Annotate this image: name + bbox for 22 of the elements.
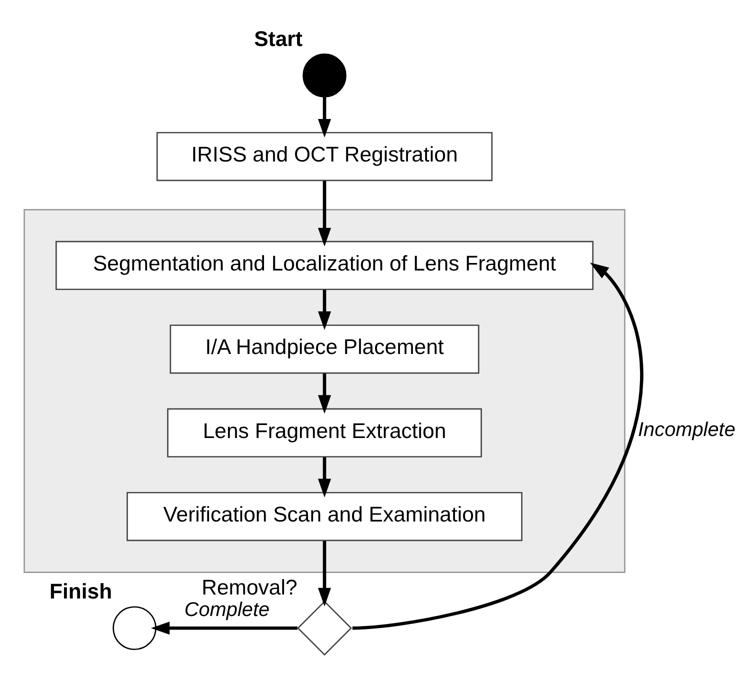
node-label: Removal? [202, 575, 298, 600]
arrow [352, 262, 644, 630]
arrow [318, 540, 332, 606]
cluster [24, 208, 626, 572]
node-circle [112, 606, 156, 650]
node-box: Verification Scan and Examination [126, 491, 522, 541]
node-box: Lens Fragment Extraction [167, 408, 482, 457]
arrow [318, 372, 332, 414]
node-box: IRISS and OCT Registration [156, 131, 493, 181]
node-label: Finish [50, 579, 112, 604]
node-diamond [297, 600, 352, 656]
node-circle [302, 53, 346, 97]
arrow [318, 180, 332, 246]
node-label: Start [254, 26, 303, 50]
node-box: Segmentation and Localization of Lens Fragment [56, 240, 594, 290]
edge-label: Incomplete [638, 418, 736, 441]
arrow [318, 289, 332, 330]
node-box: I/A Handpiece Placement [170, 324, 480, 374]
arrow [150, 621, 298, 634]
arrow [318, 96, 332, 138]
arrow [318, 456, 332, 497]
edge-label: Complete [184, 598, 270, 621]
